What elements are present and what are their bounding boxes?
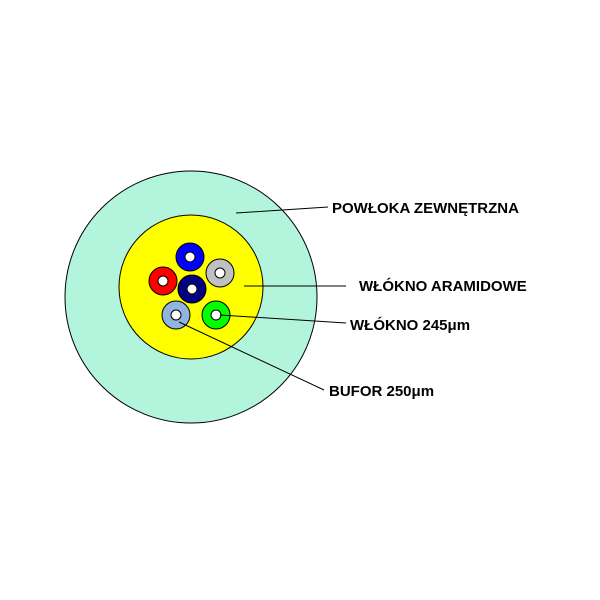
- fiber-core: [210, 309, 222, 321]
- label-fiber: WŁÓKNO 245μm: [350, 316, 470, 334]
- fiber-core: [186, 283, 198, 295]
- fiber-core: [184, 251, 196, 263]
- fiber-blue: [175, 242, 205, 272]
- leader-line-fiber: [219, 314, 347, 324]
- label-outer-jacket: POWŁOKA ZEWNĘTRZNA: [332, 200, 519, 217]
- fiber-core: [214, 267, 226, 279]
- fiber-red: [148, 266, 178, 296]
- fiber-navy: [177, 274, 207, 304]
- leader-lines: [178, 206, 347, 391]
- fiber-green: [201, 300, 231, 330]
- fiber-bundle: [148, 242, 235, 330]
- fiber-gray: [205, 258, 235, 288]
- fiber-core: [170, 309, 182, 321]
- leader-line-buffer: [178, 321, 325, 391]
- fiber-core: [157, 275, 169, 287]
- leader-line-outer-jacket: [235, 206, 329, 214]
- fiber-light-blue: [161, 300, 191, 330]
- label-buffer: BUFOR 250μm: [329, 383, 434, 400]
- label-aramid-fiber: WŁÓKNO ARAMIDOWE: [359, 277, 527, 295]
